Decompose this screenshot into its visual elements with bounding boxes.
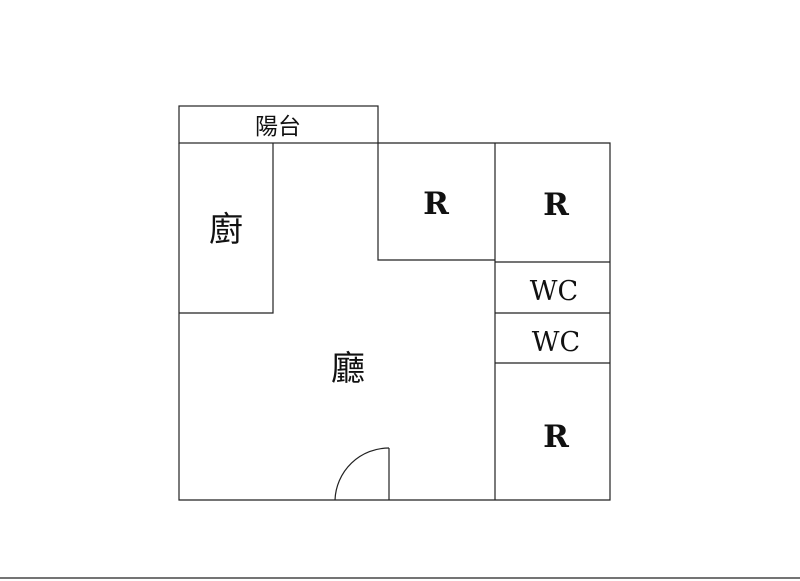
balcony-label: 陽台: [255, 114, 301, 140]
bedroom-3-label: R: [543, 419, 569, 455]
living-room-label: 廳: [331, 349, 365, 389]
outer-wall: [178, 142, 611, 501]
entrance-door: [334, 447, 390, 501]
kitchen-label: 廚: [209, 210, 243, 250]
wc-2-label: WC: [532, 327, 580, 358]
balcony-outline: [178, 105, 379, 144]
kitchen-wall: [179, 143, 274, 314]
door-swing-arc: [334, 447, 390, 501]
bedroom-1-wall: [377, 143, 495, 261]
bedroom-2-label: R: [543, 187, 569, 223]
wc-1-label: WC: [530, 276, 578, 307]
bedroom-1-label: R: [423, 186, 449, 222]
